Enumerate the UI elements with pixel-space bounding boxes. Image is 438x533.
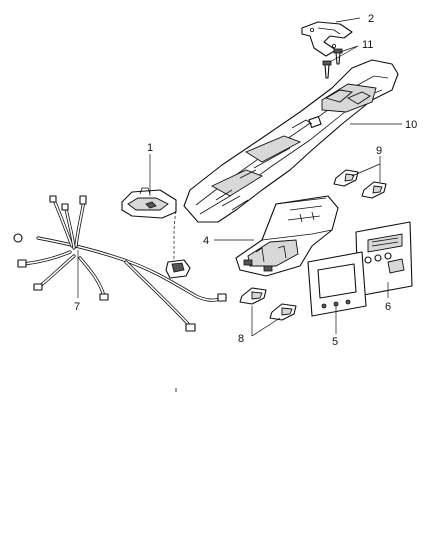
switch-bezel xyxy=(355,221,413,297)
dashed-connector-line xyxy=(169,205,177,271)
callout-9: 9 xyxy=(376,145,382,157)
upper-clips xyxy=(333,169,387,199)
mounting-bracket xyxy=(301,21,353,57)
callout-4: 4 xyxy=(203,235,209,247)
callout-11: 11 xyxy=(362,39,373,51)
callout-labels: 1 2 11 10 9 4 6 7 8 5 xyxy=(74,13,417,348)
callout-2: 2 xyxy=(368,13,374,25)
callout-1: 1 xyxy=(147,142,153,154)
callout-8: 8 xyxy=(238,333,244,345)
display-bezel xyxy=(307,251,367,317)
callout-7: 7 xyxy=(74,301,80,313)
callout-6: 6 xyxy=(385,301,391,313)
dome-lamp xyxy=(121,187,177,219)
screws xyxy=(322,48,343,79)
lower-clips xyxy=(239,287,297,321)
console-module xyxy=(235,195,339,277)
leader-lines xyxy=(77,17,402,337)
wiring-harness xyxy=(13,195,227,332)
overhead-console-housing xyxy=(183,59,399,223)
callout-5: 5 xyxy=(332,336,338,348)
callout-10: 10 xyxy=(405,119,417,131)
